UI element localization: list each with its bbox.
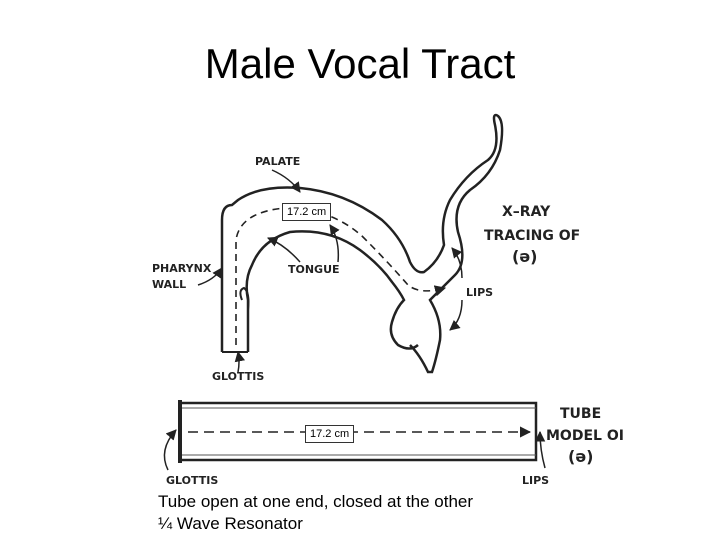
vocal-tract-outline: [220, 113, 504, 374]
epiglottis-outline: [239, 286, 250, 311]
pharynx-arrow: [197, 267, 223, 286]
lips-arrow-bottom: [449, 299, 463, 331]
glottis-label-bottom: GLOTTIS: [166, 474, 218, 487]
tube-label-line2: MODEL OI: [546, 428, 624, 444]
caption-line1: Tube open at one end, closed at the othe…: [158, 492, 474, 511]
tongue-label: TONGUE: [288, 263, 340, 276]
xray-label-line3: (ə): [512, 247, 537, 266]
tube-lips-arrow: [534, 430, 546, 469]
slide-title: Male Vocal Tract: [204, 40, 516, 87]
glottis-label-top: GLOTTIS: [212, 370, 264, 383]
pharynx-label-line1: PHARYNX: [152, 262, 212, 275]
lips-label-bottom: LIPS: [522, 474, 549, 487]
tube-label-line3: (ə): [568, 447, 593, 466]
xray-label-line2: TRACING OF: [484, 228, 580, 244]
glottis-arrow: [234, 350, 245, 373]
xray-label-line1: X–RAY: [502, 204, 551, 220]
tract-length-badge: 17.2 cm: [282, 203, 332, 221]
palate-label: PALATE: [255, 155, 300, 168]
lips-arrow-top: [451, 247, 463, 279]
palate-arrow: [271, 169, 301, 193]
tube-label-line1: TUBE: [560, 406, 601, 422]
tube-length-badge: 17.2 cm: [305, 425, 355, 443]
tube-glottis-arrow: [163, 429, 177, 471]
tongue-arrow-left: [267, 236, 301, 263]
tract-centerline: [235, 207, 447, 345]
lips-label-top: LIPS: [466, 286, 493, 299]
pharynx-label-line2: WALL: [152, 278, 186, 291]
tongue-outline: [245, 230, 419, 352]
tongue-arrow-right: [329, 224, 340, 263]
caption-line2: ¼ Wave Resonator: [158, 514, 303, 533]
